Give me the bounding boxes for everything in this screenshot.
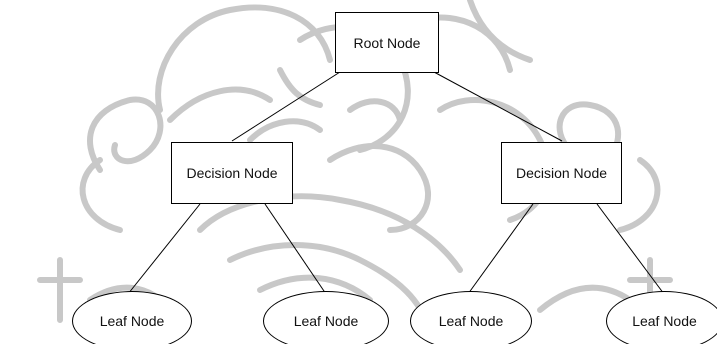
leaf-node-1: Leaf Node <box>72 291 192 344</box>
decision-node-right: Decision Node <box>501 142 622 204</box>
edge-decision-left-to-leaf-2 <box>264 203 327 295</box>
edge-root-to-decision-right <box>433 71 563 142</box>
edge-root-to-decision-left <box>231 71 341 142</box>
decision-node-left: Decision Node <box>171 142 293 204</box>
edge-decision-right-to-leaf-3 <box>467 203 534 295</box>
leaf-node-4: Leaf Node <box>606 291 717 344</box>
edge-decision-right-to-leaf-4 <box>596 203 665 295</box>
edge-decision-left-to-leaf-1 <box>127 203 201 295</box>
root-node: Root Node <box>335 12 439 73</box>
leaf-node-3: Leaf Node <box>410 291 532 344</box>
leaf-node-2: Leaf Node <box>263 291 389 344</box>
